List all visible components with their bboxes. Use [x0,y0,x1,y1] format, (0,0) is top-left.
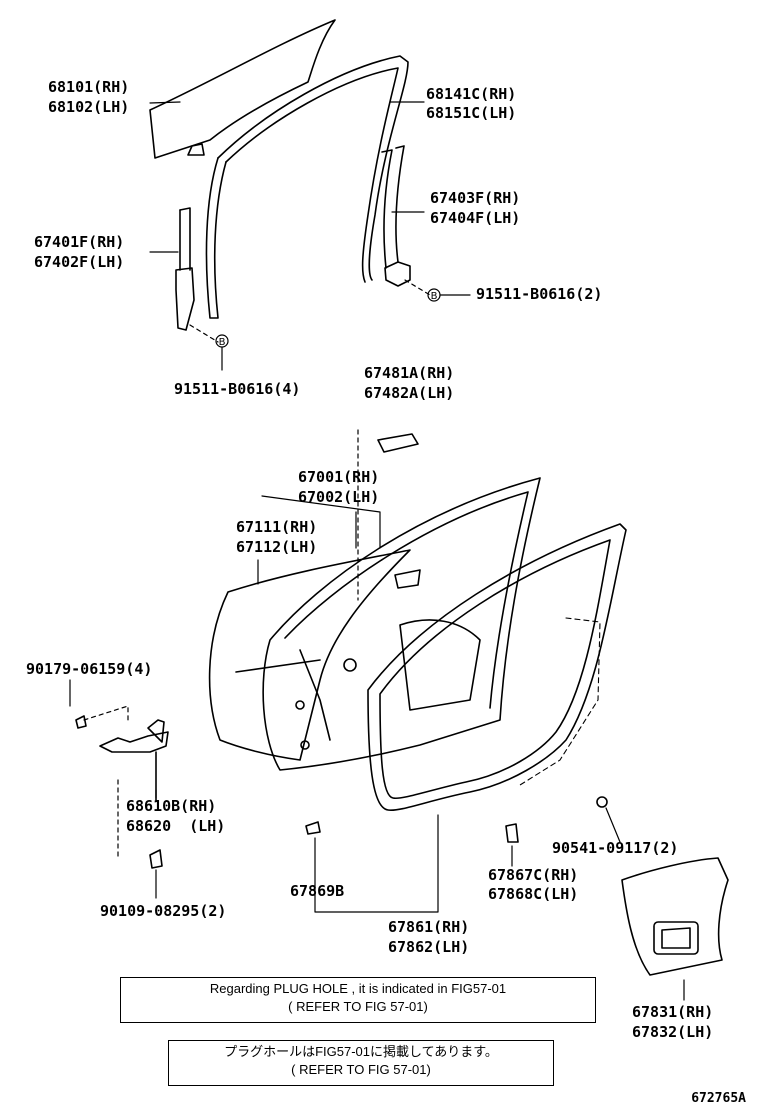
label-rear-chan-rh: 67403F(RH) [430,189,521,207]
door-inner-panel [262,477,541,771]
label-rear-chan-lh: 67404F(LH) [430,209,521,227]
label-pad-rh: 67481A(RH) [364,364,455,382]
label-glass-rh: 68101(RH) [48,78,130,96]
outer-door-panel [208,549,411,761]
label-check-rh: 68610B(RH) [126,797,217,815]
label-bolt-check: 90109-08295(2) [100,902,227,920]
label-pad-lh: 67482A(LH) [364,384,455,402]
label-front-chan-lh: 67402F(LH) [34,253,125,271]
label-clip-side: 90541-09117(2) [552,839,679,857]
callout-letter-b: B [431,291,438,302]
label-cushion-rh: 67867C(RH) [488,866,579,884]
note-jp-line1: プラグホールはFIG57-01に掲載してあります。 [224,1044,498,1059]
label-cover-rh: 67831(RH) [632,1003,714,1021]
note-plug-hole-en: Regarding PLUG HOLE , it is indicated in… [120,977,596,1023]
glass-run [205,55,409,319]
label-panel-lh: 67002(LH) [298,488,380,506]
label-cushion-lh: 67868C(LH) [488,885,579,903]
label-ws-rh: 67861(RH) [388,918,470,936]
label-bolt-rear: 91511-B0616(2) [476,285,603,303]
note-en-line2: ( REFER TO FIG 57-01) [288,999,428,1014]
note-jp-line2: ( REFER TO FIG 57-01) [291,1062,431,1077]
label-outer-rh: 67111(RH) [236,518,318,536]
service-hole-cover [621,857,729,976]
label-front-chan-rh: 67401F(RH) [34,233,125,251]
label-cover-lh: 67832(LH) [632,1023,714,1041]
door-glass [149,19,336,159]
label-panel-rh: 67001(RH) [298,468,380,486]
clip-90541 [596,796,608,808]
door-pad [377,433,419,453]
label-check-lh: 68620 (LH) [126,817,226,835]
front-channel [175,207,195,331]
label-run-rh: 68141C(RH) [426,85,517,103]
door-weatherstrip [367,523,627,811]
rear-channel [381,145,411,287]
label-ws-lh: 67862(LH) [388,938,470,956]
label-glass-lh: 68102(LH) [48,98,130,116]
note-plug-hole-jp: プラグホールはFIG57-01に掲載してあります。 ( REFER TO FIG… [168,1040,554,1086]
figure-code: 672765A [691,1091,746,1106]
label-clip-b: 67869B [290,882,345,900]
label-bolt-front: 91511-B0616(4) [174,380,301,398]
label-run-lh: 68151C(LH) [426,104,517,122]
door-hinge [75,705,169,869]
clip-67869b [305,821,321,835]
cushion [505,823,519,843]
label-bolt-hinge: 90179-06159(4) [26,660,153,678]
label-outer-lh: 67112(LH) [236,538,318,556]
callout-letter-b: B [219,337,226,348]
note-en-line1: Regarding PLUG HOLE , it is indicated in… [209,981,507,996]
